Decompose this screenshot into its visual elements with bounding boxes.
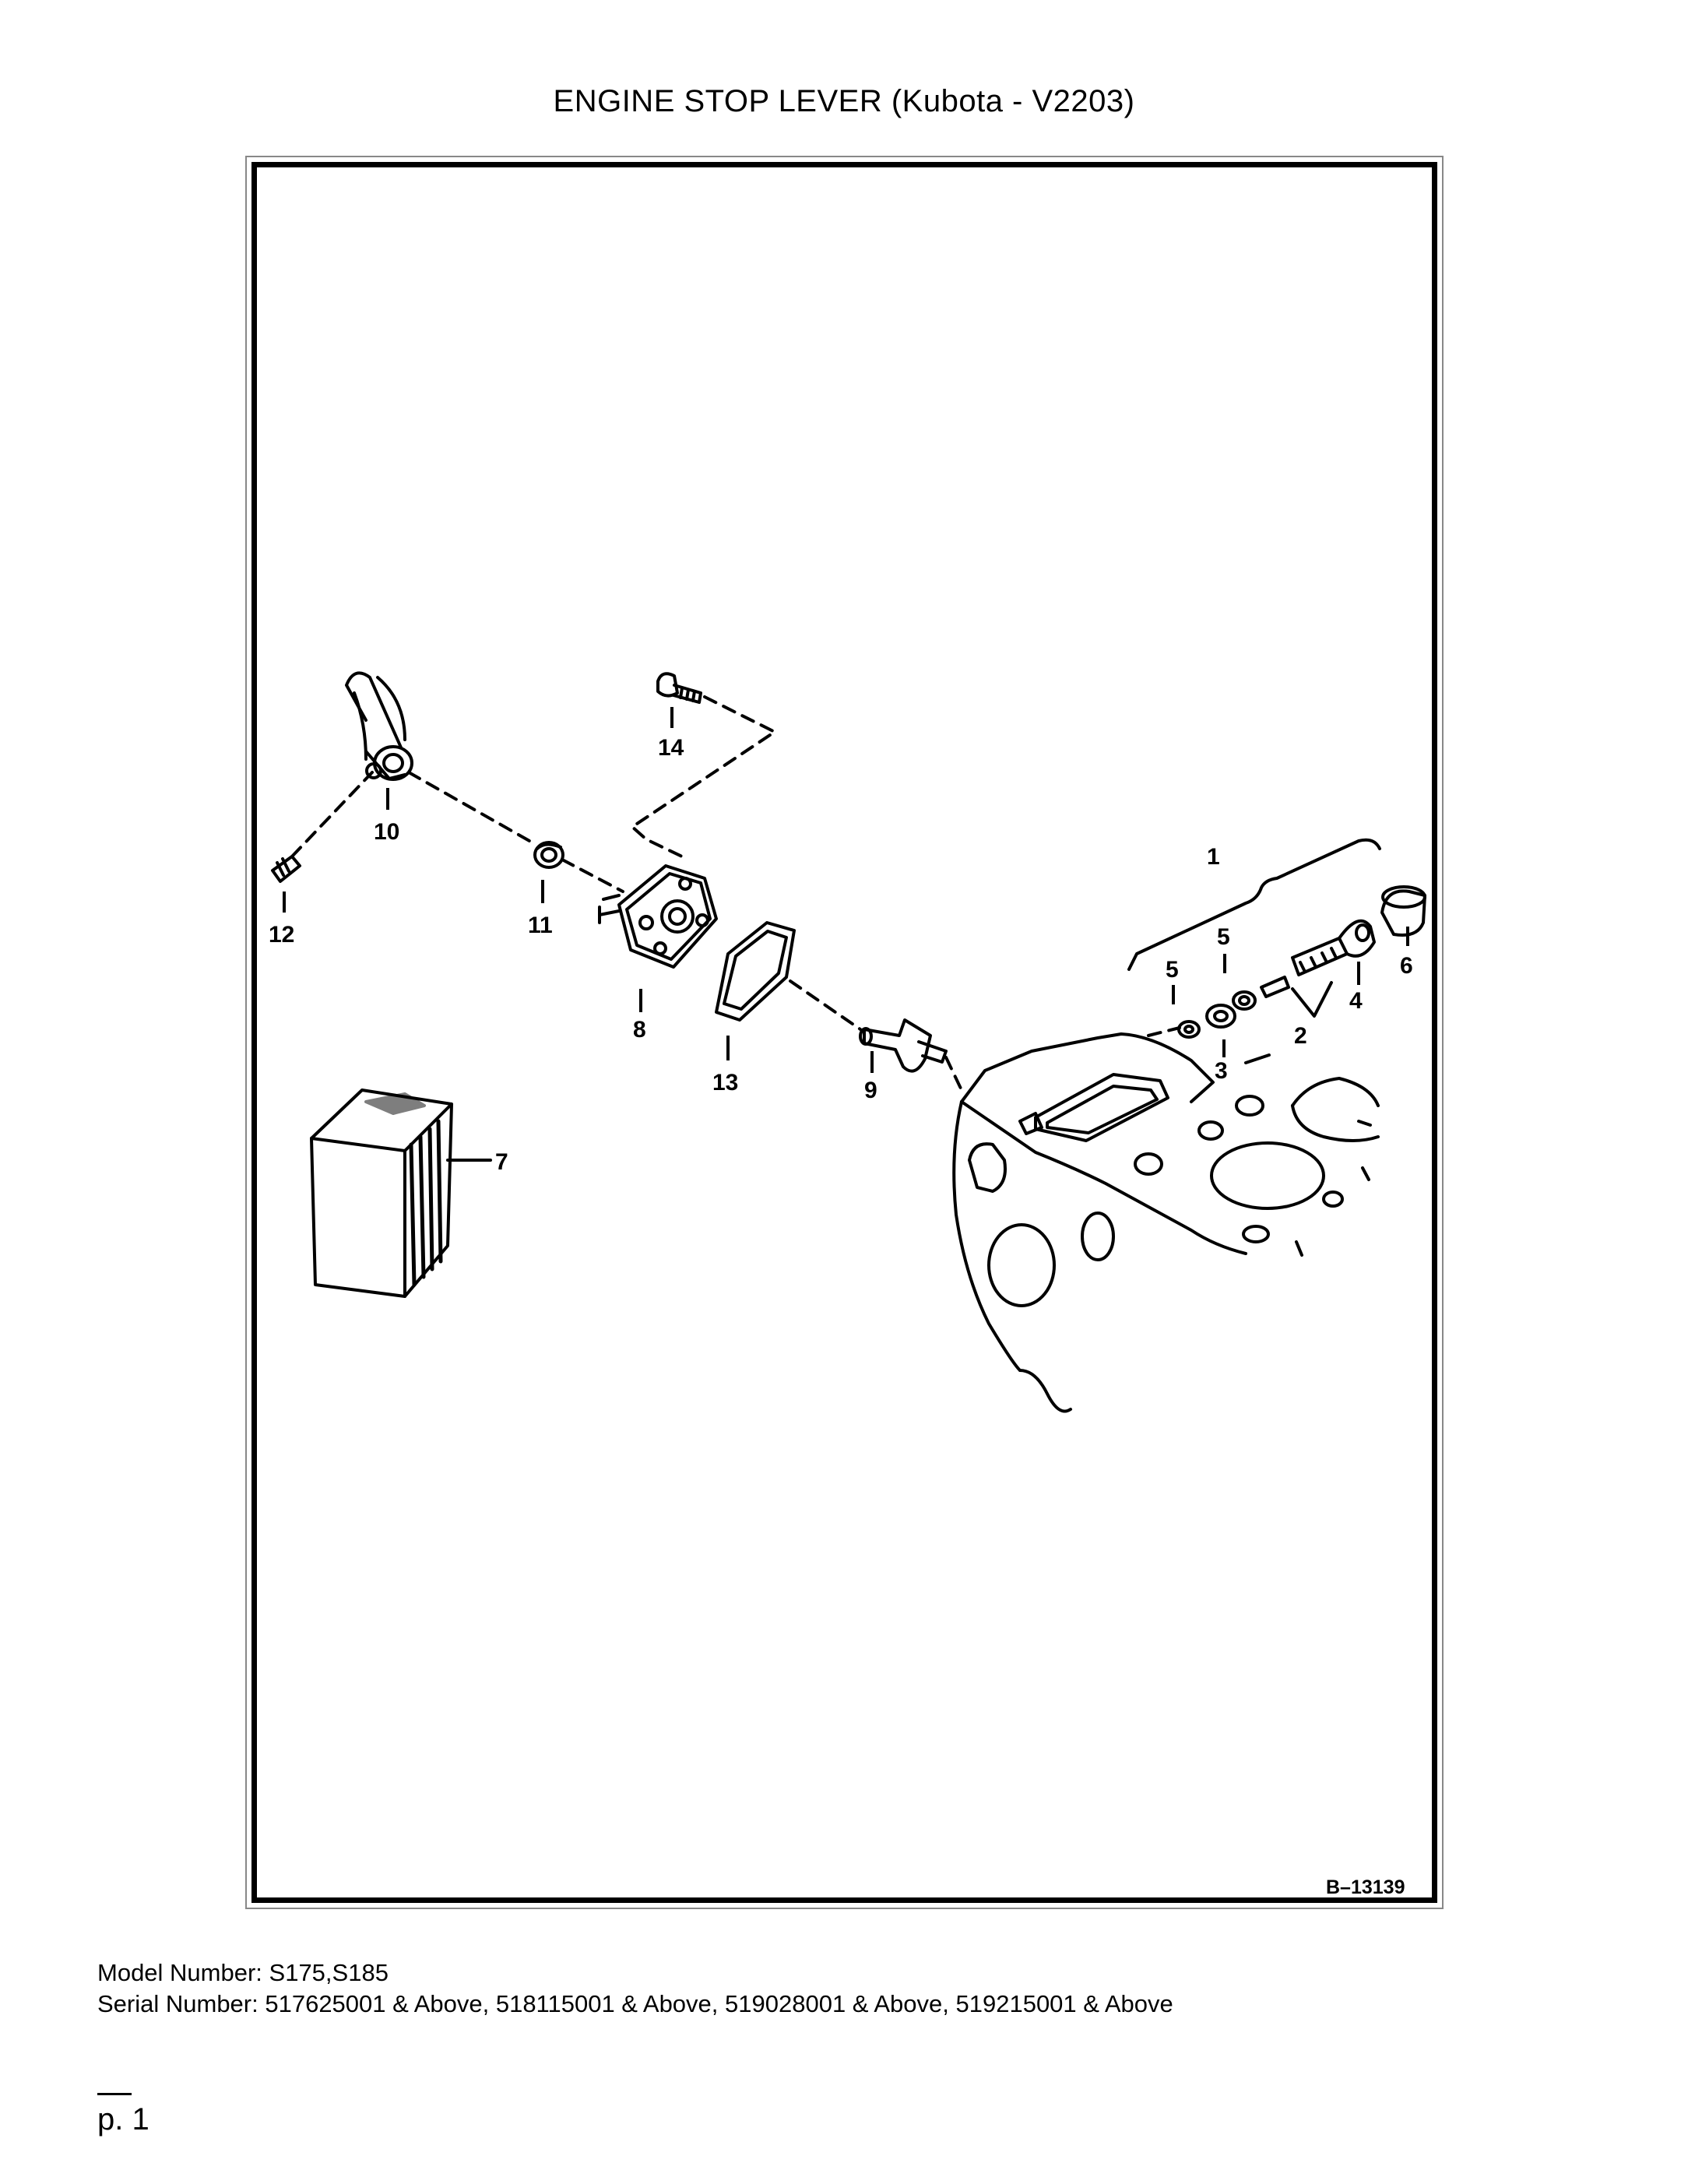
callout-2: 2 bbox=[1294, 1023, 1307, 1049]
callout-7: 7 bbox=[495, 1149, 508, 1175]
shaft-part-9 bbox=[859, 1018, 948, 1073]
figure-frame-outer bbox=[245, 156, 1444, 1909]
callout-3: 3 bbox=[1215, 1058, 1228, 1084]
callout-5b: 5 bbox=[1217, 924, 1230, 950]
serial-number: Serial Number: 517625001 & Above, 518115… bbox=[97, 1990, 1173, 2017]
callout-14: 14 bbox=[658, 735, 684, 761]
engine-block bbox=[952, 1032, 1380, 1413]
assembly-brace-part-1 bbox=[1127, 838, 1381, 971]
cover-plate-part-8 bbox=[598, 864, 718, 969]
callout-8: 8 bbox=[633, 1017, 646, 1043]
pin-part-12 bbox=[271, 855, 301, 883]
callout-4: 4 bbox=[1349, 988, 1363, 1014]
detent-assembly bbox=[1177, 885, 1426, 1039]
part-2-leader bbox=[1291, 981, 1333, 1018]
callout-11: 11 bbox=[528, 913, 553, 938]
model-number: Model Number: S175,S185 bbox=[97, 1959, 389, 1986]
figure-frame bbox=[251, 162, 1437, 1903]
figure-id: B–13139 bbox=[1326, 1876, 1405, 1898]
callout-5a: 5 bbox=[1166, 957, 1179, 983]
callout-1: 1 bbox=[1207, 844, 1220, 870]
callout-6: 6 bbox=[1400, 953, 1413, 979]
callout-12: 12 bbox=[269, 922, 294, 948]
stop-lever-part-10 bbox=[345, 671, 413, 781]
bolt-part-14 bbox=[656, 672, 702, 704]
page-number-rule bbox=[97, 2093, 132, 2095]
bushing-part-11 bbox=[533, 841, 564, 869]
gasket-part-13 bbox=[715, 921, 796, 1022]
kit-box-part-7 bbox=[310, 1088, 492, 1298]
page-title: ENGINE STOP LEVER (Kubota - V2203) bbox=[553, 84, 1135, 118]
callout-10: 10 bbox=[374, 819, 399, 845]
page-number: p. 1 bbox=[97, 2102, 149, 2137]
callout-9: 9 bbox=[864, 1078, 877, 1103]
callout-13: 13 bbox=[712, 1070, 738, 1096]
